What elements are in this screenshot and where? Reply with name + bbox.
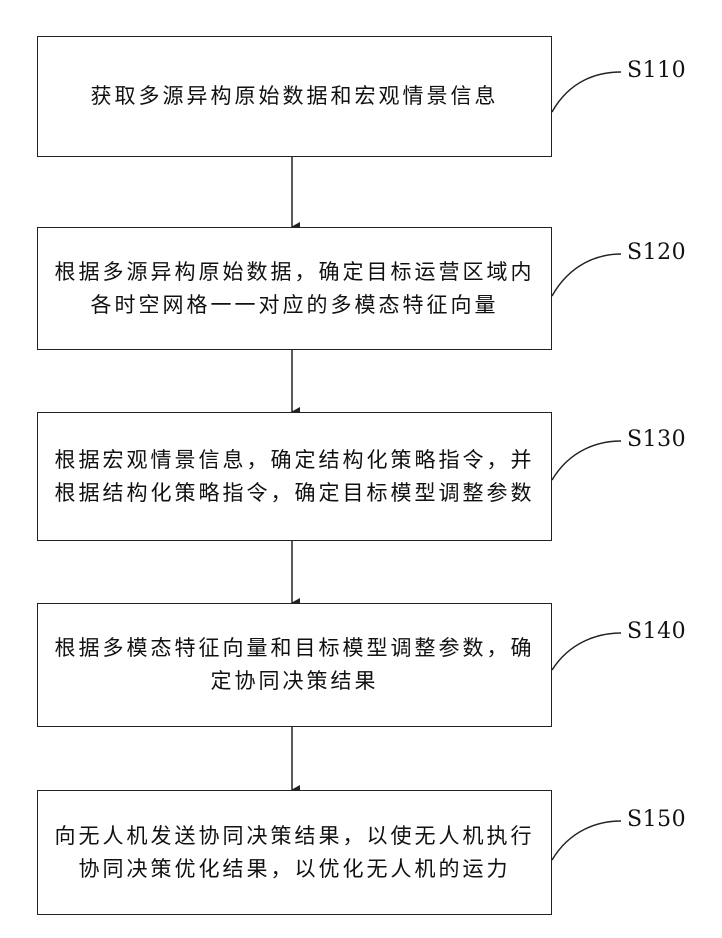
step-box-s130: 根据宏观情景信息，确定结构化策略指令，并根据结构化策略指令，确定目标模型调整参数 <box>37 412 552 541</box>
step-text-s130: 根据宏观情景信息，确定结构化策略指令，并根据结构化策略指令，确定目标模型调整参数 <box>38 444 551 510</box>
step-label-s150: S150 <box>627 807 686 832</box>
step-box-s140: 根据多模态特征向量和目标模型调整参数，确定协同决策结果 <box>37 603 552 727</box>
step-label-s140: S140 <box>627 619 686 644</box>
step-text-s110: 获取多源异构原始数据和宏观情景信息 <box>38 80 551 113</box>
step-text-s140: 根据多模态特征向量和目标模型调整参数，确定协同决策结果 <box>38 632 551 698</box>
step-box-s110: 获取多源异构原始数据和宏观情景信息 <box>37 36 552 157</box>
step-text-s120: 根据多源异构原始数据，确定目标运营区域内各时空网格一一对应的多模态特征向量 <box>38 256 551 322</box>
step-label-s110: S110 <box>627 58 686 83</box>
leader-s150 <box>552 821 621 860</box>
leader-s110 <box>552 72 621 112</box>
step-box-s150: 向无人机发送协同决策结果，以使无人机执行协同决策优化结果，以优化无人机的运力 <box>37 790 552 915</box>
step-text-s150: 向无人机发送协同决策结果，以使无人机执行协同决策优化结果，以优化无人机的运力 <box>38 820 551 886</box>
leader-s140 <box>552 633 621 670</box>
step-label-s130: S130 <box>627 427 686 452</box>
leader-s120 <box>552 254 621 296</box>
step-box-s120: 根据多源异构原始数据，确定目标运营区域内各时空网格一一对应的多模态特征向量 <box>37 227 552 350</box>
step-label-s120: S120 <box>627 240 686 265</box>
leader-s130 <box>552 441 621 480</box>
